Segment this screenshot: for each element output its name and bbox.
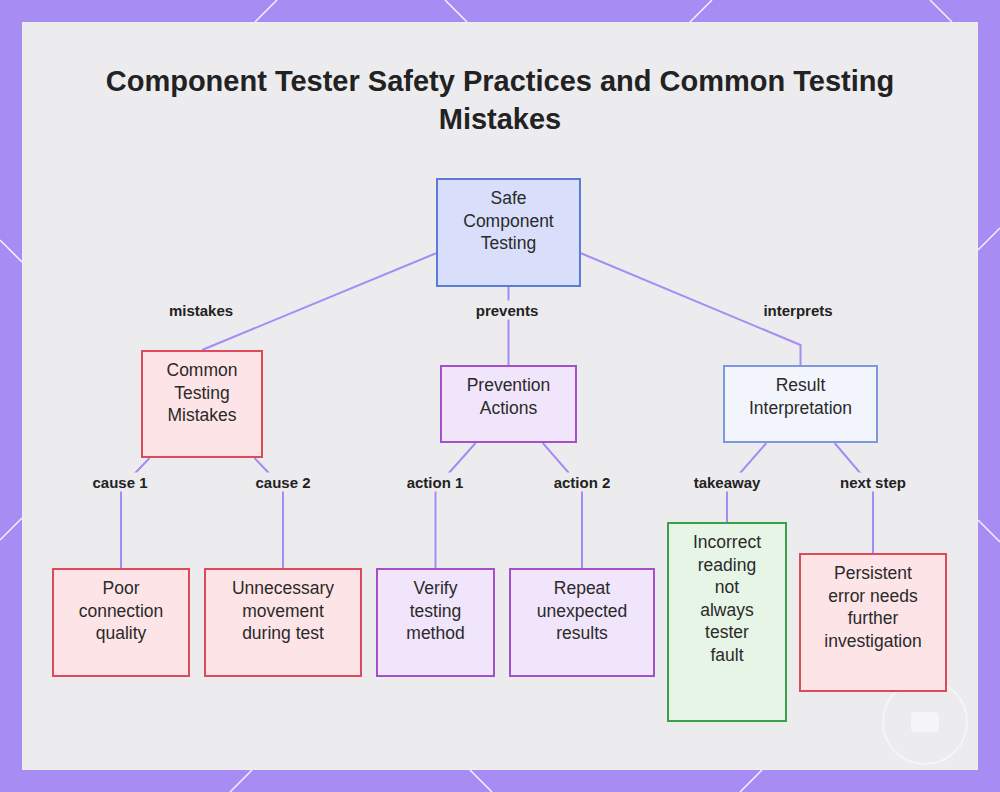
concept-box: Common Testing Mistakes <box>141 350 263 458</box>
connector-line <box>436 443 476 568</box>
decor-line <box>690 0 712 22</box>
concept-box: Poor connection quality <box>52 568 190 677</box>
node-text: Safe Component Testing <box>454 187 564 255</box>
edge-label: cause 1 <box>90 473 149 492</box>
connector-line <box>202 253 436 350</box>
connector-line <box>835 443 873 553</box>
concept-box: Prevention Actions <box>440 365 577 443</box>
node-text: Prevention Actions <box>454 374 564 419</box>
logo-badge <box>883 680 967 764</box>
edge-label: mistakes <box>167 301 235 320</box>
node-text: Poor connection quality <box>66 577 176 645</box>
diagram-title: Component Tester Safety Practices and Co… <box>100 62 900 138</box>
decor-line <box>255 0 277 22</box>
node-text: Verify testing method <box>391 577 481 645</box>
concept-box: Unnecessary movement during test <box>204 568 362 677</box>
edge-label: action 2 <box>552 473 613 492</box>
node-text: Incorrect reading not always tester faul… <box>689 531 765 666</box>
concept-box: Safe Component Testing <box>436 178 581 287</box>
edge-label: interprets <box>761 301 834 320</box>
edge-label: action 1 <box>405 473 466 492</box>
edge-label: prevents <box>474 301 541 320</box>
concept-box: Verify testing method <box>376 568 495 677</box>
decor-line <box>740 770 762 792</box>
concept-box: Incorrect reading not always tester faul… <box>667 522 787 722</box>
decor-line <box>0 240 22 262</box>
decor-line <box>230 770 252 792</box>
edge-label: cause 2 <box>253 473 312 492</box>
decor-line <box>930 0 952 22</box>
connector-line <box>508 287 510 365</box>
decor-line <box>445 0 467 22</box>
edge-label: takeaway <box>692 473 763 492</box>
decor-line <box>978 520 1000 542</box>
decor-line <box>978 228 1000 250</box>
node-text: Unnecessary movement during test <box>218 577 348 645</box>
edge-label: next step <box>838 473 908 492</box>
connector-line <box>543 443 582 568</box>
concept-box: Repeat unexpected results <box>509 568 655 677</box>
node-text: Result Interpretation <box>736 374 866 419</box>
node-text: Repeat unexpected results <box>517 577 647 645</box>
node-text: Persistent error needs further investiga… <box>818 562 928 652</box>
concept-box: Result Interpretation <box>723 365 878 443</box>
node-text: Common Testing Mistakes <box>152 359 252 427</box>
decor-line <box>470 770 492 792</box>
decor-line <box>0 518 22 540</box>
concept-box: Persistent error needs further investiga… <box>799 553 947 692</box>
